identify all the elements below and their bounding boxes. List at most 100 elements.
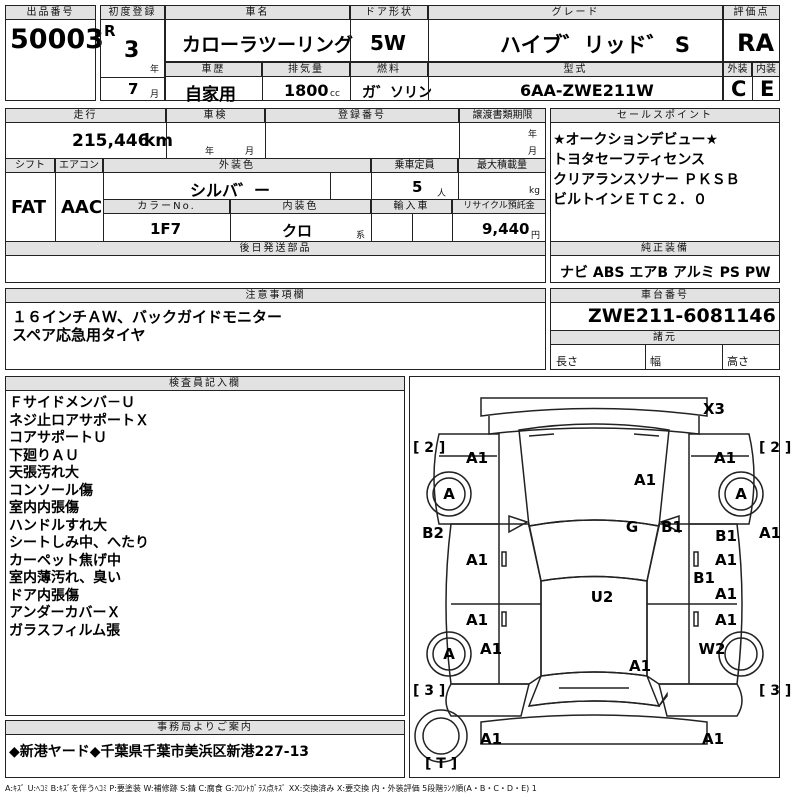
displacement-header: 排気量 — [262, 62, 350, 77]
first-registration-header: 初度登録 — [100, 5, 165, 20]
score: RA — [737, 29, 775, 57]
sales-point: トヨタセーフティセンス — [553, 152, 706, 168]
damage-mark: B2 — [422, 524, 444, 542]
recycle-fee: 9,440 — [482, 220, 530, 238]
recycle-fee-header: リサイクル預託金 — [452, 199, 546, 214]
history-header: 車歴 — [165, 62, 262, 77]
fuel-header: 燃料 — [350, 62, 428, 77]
interior-color: クロ — [282, 222, 313, 240]
left-rear-fender-outline — [445, 683, 530, 717]
damage-mark: A1 — [714, 611, 738, 629]
history: 自家用 — [185, 85, 236, 105]
month-unit: 月 — [150, 90, 160, 100]
inspector-notes-list: Ｆサイドメンバ－Ｕ ネジ止ロアサポートＸ コアサポートＵ 下廻りＡＵ 天張汚れ大… — [9, 395, 149, 640]
damage-mark: B1 — [693, 569, 715, 587]
capacity: 5 — [412, 178, 423, 196]
right-rear-door-handle — [693, 611, 699, 627]
right-rear-fender-outline — [658, 683, 743, 717]
dimensions-header: 諸元 — [550, 330, 780, 345]
inspector-note: Ｆサイドメンバ－Ｕ — [9, 395, 135, 411]
spare-tire — [414, 709, 468, 763]
kg-unit: kg — [529, 186, 540, 196]
damage-mark: A1 — [714, 585, 738, 603]
color-no-header: カラーNo. — [103, 199, 230, 214]
damage-mark: X3 — [702, 400, 726, 418]
sales-point: クリアランスソナー ＰＫＳＢ — [553, 172, 740, 188]
inspector-note: ドア内張傷 — [9, 587, 79, 604]
transfer-year-unit: 年 — [528, 130, 538, 140]
exterior-score: C — [731, 77, 747, 101]
inspector-note: 下廻りＡＵ — [9, 447, 79, 464]
left-mirror — [508, 514, 529, 534]
damage-mark: B1 — [661, 518, 683, 536]
genuine-equipment: ナビ ABS エアB アルミ PS PW — [560, 265, 771, 281]
inspector-note: ガラスフィルム張 — [9, 622, 121, 639]
inspection-year-unit: 年 — [205, 147, 215, 157]
inspector-note: ネジ止ロアサポートＸ — [9, 412, 149, 429]
color-no: 1F7 — [150, 220, 182, 238]
damage-mark: A1 — [479, 640, 503, 658]
car-name: カローラツーリング — [182, 34, 354, 56]
front-grille-outline — [488, 416, 700, 435]
later-parts-header: 後日発送部品 — [5, 241, 546, 256]
inspector-note: シートしみ中、へたり — [9, 535, 149, 551]
damage-mark: A1 — [633, 471, 657, 489]
displacement: 1800 — [284, 81, 329, 100]
rear-left-wheel — [426, 631, 472, 677]
inspector-note: アンダーカバーＸ — [9, 605, 121, 621]
right-front-door-handle — [693, 551, 699, 567]
section-bracket: [ 2 ] — [413, 440, 446, 456]
cc-unit: cc — [330, 89, 340, 99]
transfer-deadline-header: 譲渡書類期限 — [459, 108, 546, 123]
section-bracket: [ 3 ] — [759, 683, 792, 699]
height-label: 高さ — [727, 355, 749, 368]
chassis-number: ZWE211-6081146 — [588, 305, 776, 327]
interior-score: E — [760, 77, 775, 101]
interior-color-header: 内装色 — [230, 199, 371, 214]
spare-tire-inner — [422, 717, 460, 755]
notes-list: １６インチＡＷ、バックガイドモニター スペア応急用タイヤ — [12, 308, 282, 344]
people-unit: 人 — [437, 189, 447, 199]
notes-header: 注意事項欄 — [5, 288, 546, 303]
left-rear-door-handle — [501, 611, 507, 627]
chassis-number-header: 車台番号 — [550, 288, 780, 303]
registration-number-header: 登録番号 — [265, 108, 459, 123]
length-label: 長さ — [556, 355, 578, 368]
damage-mark: A1 — [465, 551, 489, 569]
damage-mark: A1 — [701, 730, 725, 748]
genuine-equipment-header: 純正装備 — [550, 241, 780, 256]
score-header: 評価点 — [723, 5, 780, 20]
grade: ハイブ゛リッド゛ S — [500, 33, 691, 57]
transfer-month-unit: 月 — [528, 147, 538, 157]
inspection-header: 車検 — [166, 108, 265, 123]
right-doors-outline — [646, 523, 743, 685]
damage-mark: A — [735, 485, 747, 503]
grade-header: グレード — [428, 5, 723, 20]
inspection-month-unit: 月 — [245, 147, 255, 157]
mileage: 215,446 — [72, 131, 150, 151]
front-left-wheel — [426, 471, 472, 517]
office-notice-header: 事務局よりご案内 — [5, 720, 405, 735]
import-car-header: 輸入車 — [371, 199, 452, 214]
shift: FAT — [11, 197, 47, 218]
kei-unit: 系 — [356, 231, 366, 241]
first-registration-month: 7 — [128, 80, 139, 98]
exterior-score-header: 外装 — [723, 62, 752, 77]
exterior-color-header: 外装色 — [103, 158, 371, 173]
damage-mark: A — [443, 645, 455, 663]
fuel: ガ゛ソリン — [362, 85, 432, 101]
damage-mark: A1 — [628, 657, 652, 675]
era-prefix: R — [104, 22, 116, 40]
damage-mark: A1 — [479, 730, 503, 748]
lot-number-header: 出品番号 — [5, 5, 96, 20]
inspector-note: 室内薄汚れ、臭い — [9, 570, 122, 586]
door-type-header: ドア形状 — [350, 5, 428, 20]
first-registration-year: 3 — [124, 38, 140, 63]
legend: A:ｷｽﾞ U:ﾍｺﾐ B:ｷｽﾞを伴うﾍｺﾐ P:要塗装 W:補修跡 S:錆 … — [5, 784, 537, 793]
right-mirror — [659, 514, 680, 534]
damage-mark: A1 — [758, 524, 782, 542]
sales-points-list: ★オークションデビュー★ トヨタセーフティセンス クリアランスソナー ＰＫＳＢ … — [553, 130, 740, 210]
mileage-header: 走行 — [5, 108, 166, 123]
damage-mark: W2 — [698, 640, 726, 658]
model-type-header: 型式 — [428, 62, 723, 77]
